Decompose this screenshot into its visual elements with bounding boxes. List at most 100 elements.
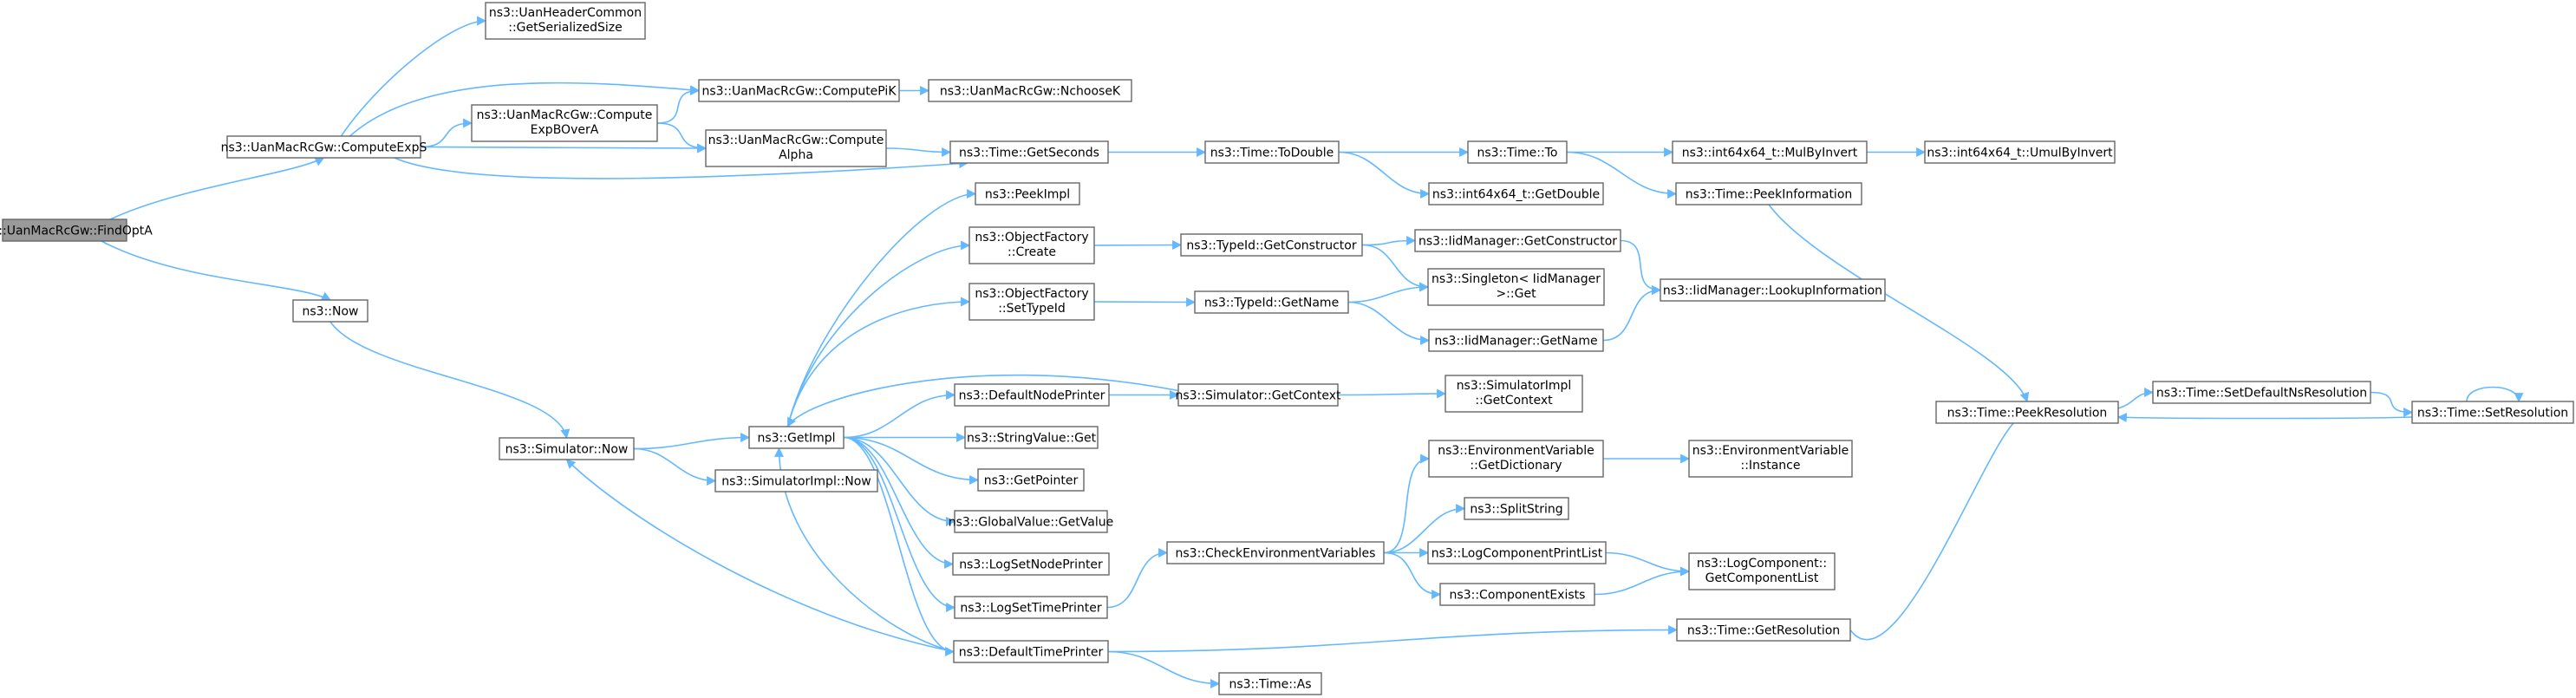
node-singletonget[interactable]: ns3::Singleton< IidManager >::Get — [1427, 268, 1605, 306]
node-label: Alpha — [779, 148, 813, 162]
edge-logsettimeprinter-to-checkenv — [1106, 548, 1169, 609]
node-now[interactable]: ns3::Now — [292, 299, 368, 323]
node-logsettimeprinter[interactable]: ns3::LogSetTimePrinter — [954, 596, 1108, 619]
edge-line — [1337, 388, 1447, 399]
node-label: ns3::int64x64_t::MulByInvert — [1682, 147, 1858, 160]
edge-line — [2466, 386, 2524, 403]
edge-findopta-to-computeexps — [108, 157, 325, 221]
node-label: ns3::DefaultNodePrinter — [959, 389, 1105, 403]
node-peekinformation[interactable]: ns3::Time::PeekInformation — [1675, 182, 1862, 205]
edge-componentexists-to-getcomponentlist — [1594, 566, 1691, 596]
node-label: ns3::IidManager::GetConstructor — [1418, 235, 1617, 249]
node-simimplgetcontext[interactable]: ns3::SimulatorImpl::GetContext — [1445, 375, 1583, 413]
node-label: ns3::TypeId::GetConstructor — [1186, 239, 1356, 253]
edge-line — [420, 118, 473, 148]
node-iidgetconstructor[interactable]: ns3::IidManager::GetConstructor — [1414, 229, 1621, 252]
node-box — [1414, 229, 1621, 252]
node-computeexps[interactable]: ns3::UanMacRcGw::ComputeExpS — [221, 135, 427, 159]
node-envinstance[interactable]: ns3::EnvironmentVariable::Instance — [1688, 440, 1853, 478]
node-label: ns3::SimulatorImpl::Now — [721, 475, 871, 489]
node-box — [2152, 381, 2371, 404]
node-getdouble[interactable]: ns3::int64x64_t::GetDouble — [1428, 182, 1604, 205]
node-nchoosek[interactable]: ns3::UanMacRcGw::NchooseK — [928, 79, 1132, 102]
edge-line — [420, 143, 708, 153]
node-globalvalue[interactable]: ns3::GlobalValue::GetValue — [949, 510, 1113, 533]
node-label: ns3::ComponentExists — [1450, 589, 1586, 603]
node-umulbyinvert[interactable]: ns3::int64x64_t::UmulByInvert — [1924, 140, 2116, 164]
node-simgetcontext[interactable]: ns3::Simulator::GetContext — [1175, 383, 1341, 407]
node-todouble[interactable]: ns3::Time::ToDouble — [1204, 140, 1340, 164]
edge-line — [656, 86, 701, 124]
node-getseconds[interactable]: ns3::Time::GetSeconds — [949, 140, 1109, 164]
edge-line — [1106, 548, 1169, 609]
node-simimplnow[interactable]: ns3::SimulatorImpl::Now — [714, 469, 878, 493]
node-setresolution[interactable]: ns3::Time::SetResolution — [2411, 401, 2574, 424]
node-peekimpl[interactable]: ns3::PeekImpl — [975, 182, 1080, 205]
edge-getresolution-to-peekresolution — [1849, 413, 2030, 641]
node-label: ns3::SimulatorImpl — [1457, 379, 1572, 393]
node-ofcreate[interactable]: ns3::ObjectFactory::Create — [968, 226, 1095, 264]
node-iidgetname[interactable]: ns3::IidManager::GetName — [1428, 329, 1604, 352]
node-stringvalueget[interactable]: ns3::StringValue::Get — [964, 426, 1099, 449]
node-checkenv[interactable]: ns3::CheckEnvironmentVariables — [1166, 541, 1385, 564]
node-box — [1427, 541, 1607, 564]
node-getpointer[interactable]: ns3::GetPointer — [977, 468, 1085, 492]
edge-line — [786, 189, 977, 427]
edge-line — [1566, 151, 1678, 199]
node-mulbyinvert[interactable]: ns3::int64x64_t::MulByInvert — [1672, 140, 1868, 164]
node-lookupinfo[interactable]: ns3::IidManager::LookupInformation — [1660, 278, 1886, 302]
node-defaulttimeprinter[interactable]: ns3::DefaultTimePrinter — [953, 640, 1109, 663]
node-label: ::GetContext — [1475, 394, 1553, 408]
node-label: ns3::StringValue::Get — [967, 432, 1097, 446]
node-box — [1428, 329, 1604, 352]
node-label: ::GetDictionary — [1470, 459, 1562, 473]
node-findopta[interactable]: ns3::UanMacRcGw::FindOptA — [0, 219, 153, 242]
node-box — [748, 426, 845, 449]
node-getserialized[interactable]: ns3::UanHeaderCommon::GetSerializedSize — [485, 2, 646, 40]
node-box — [977, 468, 1085, 492]
edge-computeexps-to-computepik — [349, 82, 701, 137]
node-box — [2, 219, 127, 242]
edge-peekinformation-to-peekresolution — [1768, 204, 2030, 403]
node-label: ns3::GetPointer — [984, 474, 1079, 488]
edge-computeexps-to-computeexpb — [420, 118, 473, 148]
edge-simgetcontext-to-simimplgetcontext — [1337, 388, 1447, 399]
edge-peekresolution-to-setdefaultns — [2117, 388, 2155, 409]
node-label: ns3::LogComponent:: — [1697, 557, 1827, 571]
node-logcomponentprintlist[interactable]: ns3::LogComponentPrintList — [1427, 541, 1607, 564]
node-peekresolution[interactable]: ns3::Time::PeekResolution — [1935, 401, 2119, 424]
edge-line — [2370, 391, 2414, 417]
node-logsetnodeprinter[interactable]: ns3::LogSetNodePrinter — [952, 552, 1110, 576]
edge-now-to-simnow — [329, 321, 571, 440]
edge-line — [1093, 240, 1183, 251]
node-timeas[interactable]: ns3::Time::As — [1218, 672, 1322, 695]
node-computepik[interactable]: ns3::UanMacRcGw::ComputePiK — [698, 79, 900, 102]
node-label: >::Get — [1496, 287, 1536, 301]
node-getcomponentlist[interactable]: ns3::LogComponent::GetComponentList — [1688, 552, 1836, 590]
edge-timeto-to-peekinformation — [1566, 151, 1678, 199]
edge-logcomponentprintlist-to-getcomponentlist — [1605, 551, 1691, 577]
node-splitstring[interactable]: ns3::SplitString — [1464, 497, 1569, 520]
edge-getimpl-to-globalvalue — [843, 436, 956, 526]
node-getimpl[interactable]: ns3::GetImpl — [748, 426, 845, 449]
node-ofsettypeid[interactable]: ns3::ObjectFactory::SetTypeId — [968, 283, 1095, 321]
node-envgetdict[interactable]: ns3::EnvironmentVariable::GetDictionary — [1428, 440, 1604, 478]
node-box — [1180, 233, 1363, 257]
node-box — [1218, 672, 1322, 695]
node-label: ns3::Simulator::GetContext — [1175, 389, 1341, 403]
node-defaultnodeprinter[interactable]: ns3::DefaultNodePrinter — [954, 383, 1110, 407]
node-box — [952, 552, 1110, 576]
node-box — [949, 140, 1109, 164]
node-label: GetComponentList — [1705, 571, 1819, 585]
node-simnow[interactable]: ns3::Simulator::Now — [499, 437, 635, 460]
node-getconstructor[interactable]: ns3::TypeId::GetConstructor — [1180, 233, 1363, 257]
node-timeto[interactable]: ns3::Time::To — [1467, 140, 1568, 164]
edge-getimpl-to-logsettimeprinter — [843, 436, 956, 612]
node-getresolution[interactable]: ns3::Time::GetResolution — [1676, 618, 1851, 642]
node-componentexists[interactable]: ns3::ComponentExists — [1439, 583, 1595, 606]
node-box — [1935, 401, 2119, 424]
node-typeidgetname[interactable]: ns3::TypeId::GetName — [1194, 290, 1349, 314]
node-setdefaultns[interactable]: ns3::Time::SetDefaultNsResolution — [2152, 381, 2371, 404]
